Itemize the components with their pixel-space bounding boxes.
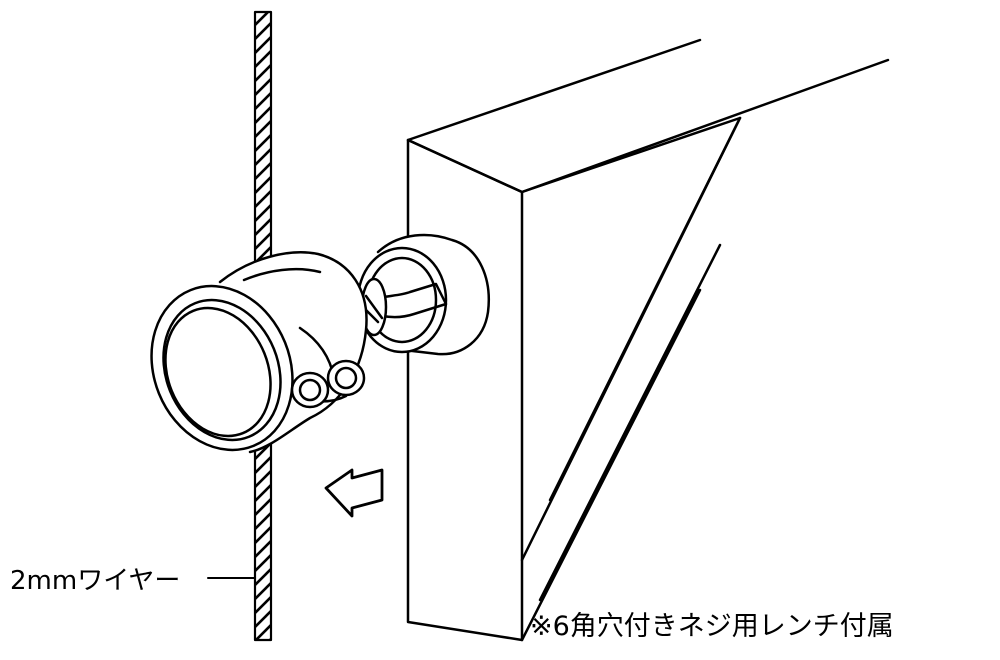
set-screw-icon [290,359,366,409]
wire-label: 2mmワイヤー [10,566,181,596]
wall-socket [356,233,490,356]
direction-arrow-icon [324,468,384,518]
panel-frame [406,38,890,642]
wire-holder [150,251,368,454]
note-label: ※6角穴付きネジ用レンチ付属 [530,611,894,642]
